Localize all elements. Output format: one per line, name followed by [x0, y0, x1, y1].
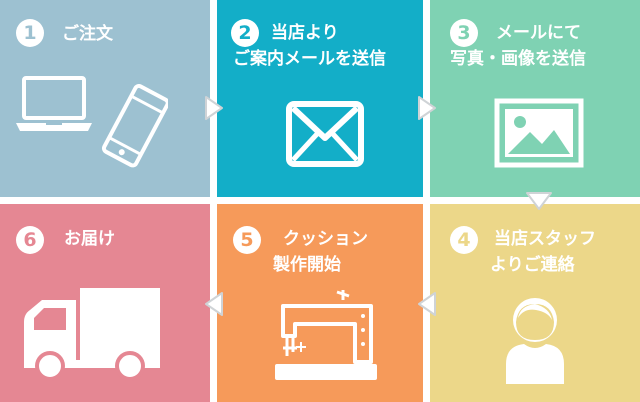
arrow-right-icon — [418, 96, 436, 120]
laptop-icon — [16, 76, 92, 131]
step-title-line-2: 写真・画像を送信 — [450, 49, 586, 69]
step-5-production-start: 5 クッション 製作開始 — [217, 204, 423, 402]
step-1-order: 1 ご注文 — [0, 0, 210, 197]
step-title: ご注文 — [62, 21, 113, 47]
step-title-line-1: メールにて — [496, 23, 581, 43]
step-title: クッション 製作開始 — [273, 226, 368, 278]
sewing-machine-icon — [275, 290, 377, 380]
step-number-badge: 4 — [450, 226, 478, 254]
step-title-line-1: 当店スタッフ — [494, 229, 596, 249]
step-3-send-photo: 3 メールにて 写真・画像を送信 — [430, 0, 640, 197]
arrow-down-icon — [526, 192, 552, 210]
step-title-line-1: ご注文 — [62, 24, 113, 44]
step-title-line-1: 当店より — [271, 23, 339, 43]
step-title-line-2: よりご連絡 — [490, 255, 575, 275]
step-number-badge: 5 — [233, 226, 261, 254]
arrow-right-icon — [205, 96, 223, 120]
step-title: メールにて 写真・画像を送信 — [450, 20, 586, 72]
step-number-badge: 3 — [450, 19, 478, 47]
delivery-truck-icon — [24, 288, 160, 381]
step-4-staff-contact: 4 当店スタッフ よりご連絡 — [430, 204, 640, 402]
arrow-left-icon — [205, 292, 223, 316]
smartphone-icon — [101, 84, 168, 168]
step-number-badge: 2 — [231, 19, 259, 47]
envelope-icon — [286, 101, 364, 167]
step-title-line-2: 製作開始 — [273, 255, 341, 275]
step-6-delivery: 6 お届け — [0, 204, 210, 402]
step-title: 当店より ご案内メールを送信 — [233, 20, 386, 72]
step-number-badge: 6 — [16, 226, 44, 254]
step-title-line-2: ご案内メールを送信 — [233, 49, 386, 69]
staff-icon — [506, 298, 564, 384]
step-title-line-1: クッション — [283, 229, 368, 249]
step-number-badge: 1 — [16, 19, 44, 47]
image-icon — [494, 98, 584, 168]
step-title: お届け — [64, 226, 115, 252]
step-title-line-1: お届け — [64, 229, 115, 249]
step-title: 当店スタッフ よりご連絡 — [490, 226, 596, 278]
arrow-left-icon — [418, 292, 436, 316]
step-2-guidance-email: 2 当店より ご案内メールを送信 — [217, 0, 423, 197]
